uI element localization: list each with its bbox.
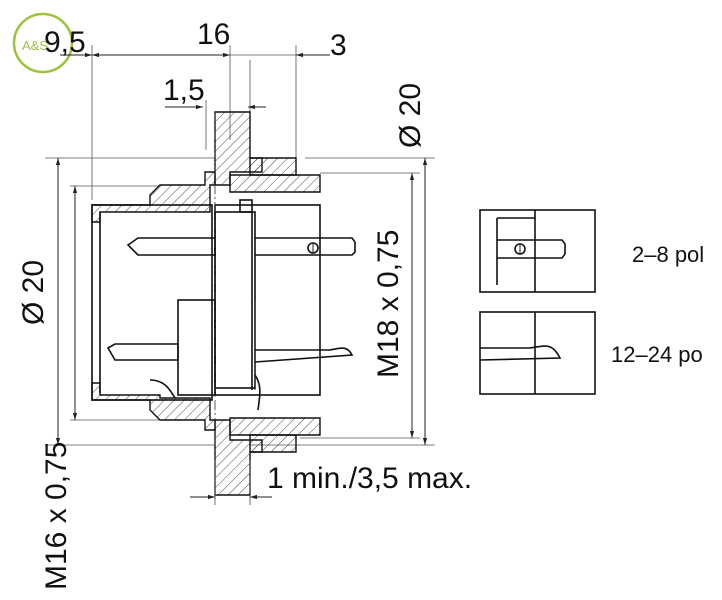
right-diameter-dimension xyxy=(250,157,435,446)
dim-diameter-20-left: Ø 20 xyxy=(17,260,50,325)
dim-1-5: 1,5 xyxy=(163,74,205,107)
label-2-8-poles: 2–8 pol xyxy=(632,242,704,267)
dim-3: 3 xyxy=(330,29,347,62)
panel-dimension xyxy=(190,460,272,505)
label-12-24-poles: 12–24 po xyxy=(611,342,703,367)
dim-16: 16 xyxy=(197,18,230,51)
variant-detail-small xyxy=(479,209,596,293)
logo: A&S xyxy=(12,12,74,74)
connector-body xyxy=(91,111,356,496)
dim-m16: M16 x 0,75 xyxy=(40,442,73,590)
dim-panel-thickness: 1 min./3,5 max. xyxy=(267,462,472,495)
left-diameter-dimension xyxy=(45,157,215,446)
dim-9-5: 9,5 xyxy=(44,26,86,59)
dim-m18: M18 x 0,75 xyxy=(372,230,405,378)
logo-text: A&S xyxy=(22,38,48,53)
variant-detail-large xyxy=(479,311,596,395)
dim-diameter-20-top: Ø 20 xyxy=(394,83,427,148)
